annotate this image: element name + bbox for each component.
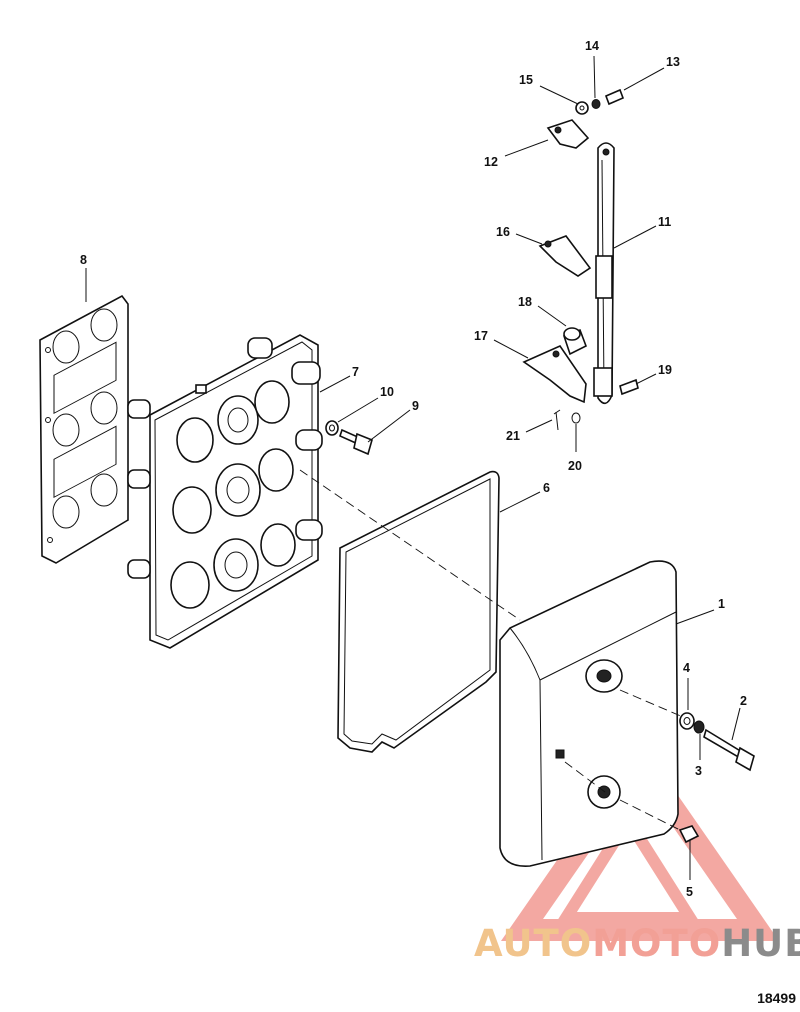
callout-5: 5 bbox=[686, 885, 693, 899]
part-8-gasket bbox=[39, 294, 129, 564]
callout-6: 6 bbox=[543, 481, 550, 495]
callout-13: 13 bbox=[666, 55, 680, 69]
callout-16: 16 bbox=[496, 225, 510, 239]
callout-15: 15 bbox=[519, 73, 533, 87]
callout-18: 18 bbox=[518, 295, 532, 309]
callout-11: 11 bbox=[658, 215, 671, 229]
callout-19: 19 bbox=[658, 363, 672, 377]
part-6-cover-gasket bbox=[337, 470, 500, 753]
part-7-reed-block bbox=[127, 334, 323, 649]
part-1-cover bbox=[499, 560, 679, 867]
part-5-plug bbox=[678, 825, 700, 844]
callout-20: 20 bbox=[568, 459, 582, 473]
callout-labels: 1 2 3 4 5 6 7 8 9 10 11 12 13 14 15 16 1… bbox=[80, 39, 747, 899]
callout-8: 8 bbox=[80, 253, 87, 267]
part-17-throttle-cam bbox=[522, 344, 587, 404]
callout-1: 1 bbox=[718, 597, 725, 611]
part-13-screw bbox=[604, 88, 625, 106]
part-9-bolt bbox=[339, 428, 373, 456]
alignment-line bbox=[299, 469, 521, 621]
callout-4: 4 bbox=[683, 661, 690, 675]
callout-14: 14 bbox=[585, 39, 599, 53]
part-21-pin bbox=[553, 409, 561, 431]
callout-21: 21 bbox=[506, 429, 520, 443]
callout-3: 3 bbox=[695, 764, 702, 778]
part-4-washer bbox=[679, 712, 695, 730]
part-16-lever bbox=[538, 235, 592, 277]
callout-12: 12 bbox=[484, 155, 498, 169]
watermark-wordmark: AUTOMOTOHUB bbox=[474, 925, 800, 962]
figure-reference-number: 18499 bbox=[757, 990, 796, 1006]
leader-lines bbox=[85, 55, 741, 880]
callout-10: 10 bbox=[380, 385, 394, 399]
callout-7: 7 bbox=[352, 365, 359, 379]
part-2-bolt bbox=[703, 728, 755, 772]
part-3-lockwasher bbox=[693, 720, 705, 734]
part-12-bracket bbox=[546, 119, 590, 149]
part-15-washer bbox=[575, 101, 589, 115]
watermark-part-hub: HUB bbox=[721, 922, 800, 965]
part-10-washer bbox=[325, 420, 339, 436]
part-11-link-rod bbox=[593, 142, 615, 405]
callout-9: 9 bbox=[412, 399, 419, 413]
watermark-part-auto: AUTO bbox=[474, 922, 593, 965]
part-20-clip bbox=[571, 412, 581, 424]
part-14-lockwasher bbox=[591, 99, 601, 109]
part-18-roller bbox=[562, 327, 588, 356]
callout-17: 17 bbox=[474, 329, 488, 343]
part-19-screw bbox=[619, 378, 639, 396]
callout-2: 2 bbox=[740, 694, 747, 708]
watermark-part-moto: MOTO bbox=[592, 922, 722, 965]
